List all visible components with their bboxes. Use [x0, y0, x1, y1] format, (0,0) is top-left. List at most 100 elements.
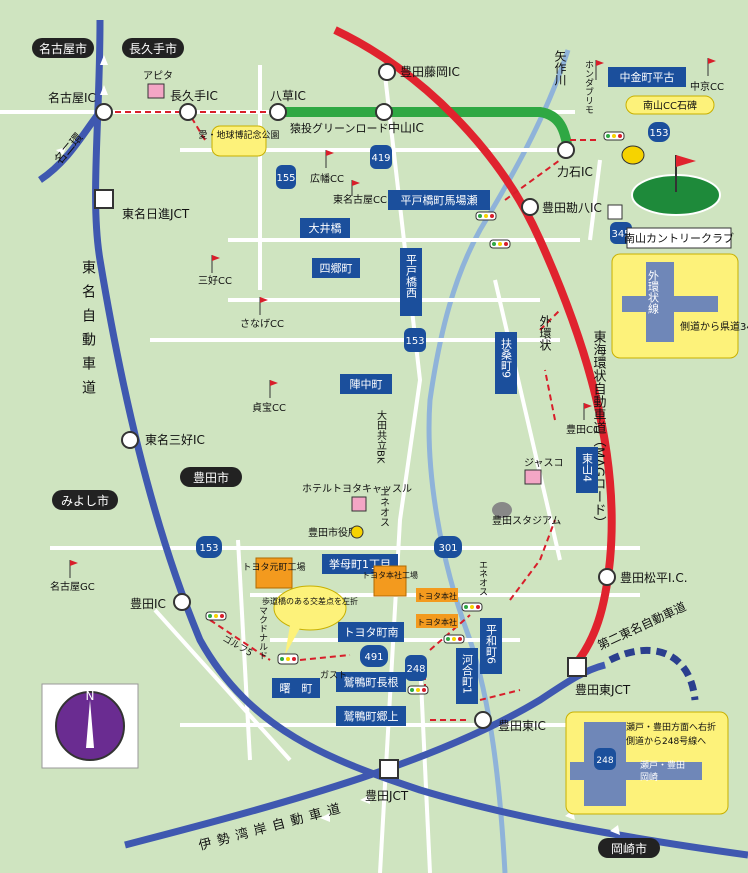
intersection-akebono-cho: 曙 町 — [272, 678, 320, 698]
inset-top: 外環状線 側道から県道345へ — [611, 253, 748, 359]
label-yahagi-river: 矢作川 — [553, 50, 567, 86]
intersection-sagisaka-goujo: 鷲鴨町郷上 — [336, 706, 406, 726]
svg-text:歩道橋のある交差点を左折: 歩道橋のある交差点を左折 — [262, 596, 358, 606]
label-sanage-green-road: 猿投グリーンロード — [290, 121, 388, 135]
svg-text:491: 491 — [364, 652, 383, 663]
route-248-shield: 248 — [405, 655, 427, 681]
svg-text:トヨタ元町工場: トヨタ元町工場 — [242, 561, 305, 573]
label-rikiishi-ic: 力石IC — [557, 165, 593, 179]
svg-text:南山カントリークラブ: 南山カントリークラブ — [624, 231, 734, 245]
svg-text:四郷町: 四郷町 — [320, 261, 353, 275]
compass: N — [41, 683, 139, 769]
svg-text:345: 345 — [611, 229, 630, 240]
meinikan-expressway — [38, 109, 103, 183]
svg-text:扶桑町9: 扶桑町9 — [500, 337, 513, 378]
label-tomeimiyoshi-ic: 東名三好IC — [145, 432, 205, 447]
jct-markers — [94, 189, 587, 779]
svg-text:東山4: 東山4 — [581, 453, 594, 482]
isewangan-expressway — [124, 661, 606, 849]
label-gaikanjo: 外環状 — [538, 315, 552, 351]
intersection-heiwa-cho-6: 平和町6 — [480, 618, 502, 674]
label-tomeinisshin-jct: 東名日進JCT — [122, 206, 190, 221]
svg-text:長久手市: 長久手市 — [129, 41, 177, 56]
label-chukyo-cc: 中京CC — [690, 80, 724, 93]
inset-bottom-note-1: 瀬戸・豊田方面へ右折 — [626, 721, 716, 733]
route-419-shield: 419 — [370, 145, 392, 169]
label-nagoya-gc: 名古屋GC — [50, 580, 95, 593]
toyota-honsha-koujou-label: トヨタ本社工場 — [362, 565, 418, 597]
label-toyota-stadium: 豊田スタジアム — [492, 514, 561, 527]
nanzan-monument-marker — [621, 145, 645, 165]
intersection-kawai-cho-1: 河合町1 — [456, 648, 478, 704]
label-apita: アピタ — [143, 70, 173, 82]
traffic-signal-icon — [205, 611, 227, 621]
route-153-shield-mid: 153 — [404, 328, 426, 352]
expo-park-label: 愛・地球博記念公園 — [198, 125, 280, 157]
traffic-signals — [205, 131, 625, 695]
intersection-fuso-cho-9: 扶桑町9 — [495, 332, 517, 394]
svg-text:平戸橋西: 平戸橋西 — [405, 254, 418, 298]
svg-text:トヨタ町南: トヨタ町南 — [344, 626, 399, 639]
nanzan-flag — [676, 155, 696, 167]
label-jusco: ジャスコ — [524, 458, 564, 469]
tomei-expressway — [92, 19, 748, 859]
route-301-shield: 301 — [434, 536, 462, 558]
city-hall-marker — [350, 525, 364, 539]
golf-flag-hirobata — [325, 150, 334, 168]
city-miyoshi: みよし市 — [52, 490, 118, 510]
golf-flag-chukyo — [707, 58, 716, 76]
city-okazaki: 岡崎市 — [598, 838, 660, 858]
svg-text:河合町1: 河合町1 — [461, 654, 474, 694]
inset-bottom-sign-1: 瀬戸・豊田 — [640, 759, 685, 771]
guide-route — [115, 111, 600, 721]
apita-marker — [147, 83, 165, 99]
inset-bottom-sign-2: 岡崎 — [640, 771, 658, 783]
svg-text:419: 419 — [371, 153, 390, 164]
intersection-jinnaka-cho: 陣中町 — [340, 374, 392, 394]
svg-text:大井橋: 大井橋 — [309, 221, 342, 235]
traffic-signal-icon — [603, 131, 625, 141]
svg-text:名古屋市: 名古屋市 — [39, 41, 87, 56]
svg-text:平和町6: 平和町6 — [485, 624, 498, 664]
svg-text:153: 153 — [649, 128, 668, 139]
jusco-marker — [524, 469, 542, 485]
golf-labels: ホンダブリモ 中京CC 広幡CC 東名古屋CC 三好CC さなげCC 貞宝CC … — [50, 60, 724, 593]
label-hotel-toyota-castle: ホテルトヨタキャッスル — [302, 483, 412, 495]
golf-flag-sanage — [259, 297, 268, 315]
intersection-nakagane-hiraiko: 中金町平古 — [608, 67, 686, 87]
svg-text:鷲鴨町長根: 鷲鴨町長根 — [344, 675, 399, 689]
label-mcdonalds: マクドナルド — [257, 606, 268, 660]
tokai-kanjo-expressway — [333, 26, 616, 668]
label-toyotahigashi-ic: 豊田東IC — [498, 719, 546, 733]
intersection-labels: 中金町平古 平戸橋町馬場瀬 大井橋 四郷町 平戸橋西 扶桑町9 陣中町 東山4 … — [272, 67, 686, 726]
traffic-signal-icon — [475, 211, 497, 221]
label-nagoya-ic: 名古屋IC — [48, 90, 96, 105]
svg-text:トヨタ本社工場: トヨタ本社工場 — [362, 570, 418, 580]
north-arrow-icon — [86, 700, 94, 748]
route-153-shield-left: 153 — [196, 536, 222, 558]
city-nagoya: 名古屋市 — [32, 38, 94, 58]
svg-text:155: 155 — [276, 173, 295, 184]
traffic-signal-icon — [489, 239, 511, 249]
svg-text:153: 153 — [199, 543, 218, 554]
daini-tomei-expressway — [608, 646, 699, 701]
route-155-shield: 155 — [276, 165, 296, 189]
hotel-marker — [351, 496, 367, 512]
inset-top-sign: 外環状線 — [647, 270, 660, 314]
inset-bottom-route: 248 — [596, 756, 613, 766]
label-toyota-jct: 豊田JCT — [365, 789, 409, 803]
intersection-ooi-bashi: 大井橋 — [300, 218, 350, 238]
intersection-shigo-cho: 四郷町 — [312, 258, 360, 278]
svg-text:中金町平古: 中金町平古 — [620, 70, 675, 84]
toyota-honsha-label-2: トヨタ本社 — [416, 614, 458, 628]
intersection-sagisaka-nagane: 鷲鴨町長根 — [336, 672, 406, 692]
label-hirobata-cc: 広幡CC — [310, 172, 344, 185]
svg-text:豊田市: 豊田市 — [193, 470, 229, 485]
golf-flag-toyota — [583, 403, 592, 420]
svg-text:陣中町: 陣中町 — [350, 378, 383, 391]
route-491-shield: 491 — [360, 645, 388, 667]
golf-flags — [69, 58, 716, 578]
toyota-honsha-label-1: トヨタ本社 — [416, 588, 458, 602]
label-toyota-ic: 豊田IC — [130, 597, 166, 611]
